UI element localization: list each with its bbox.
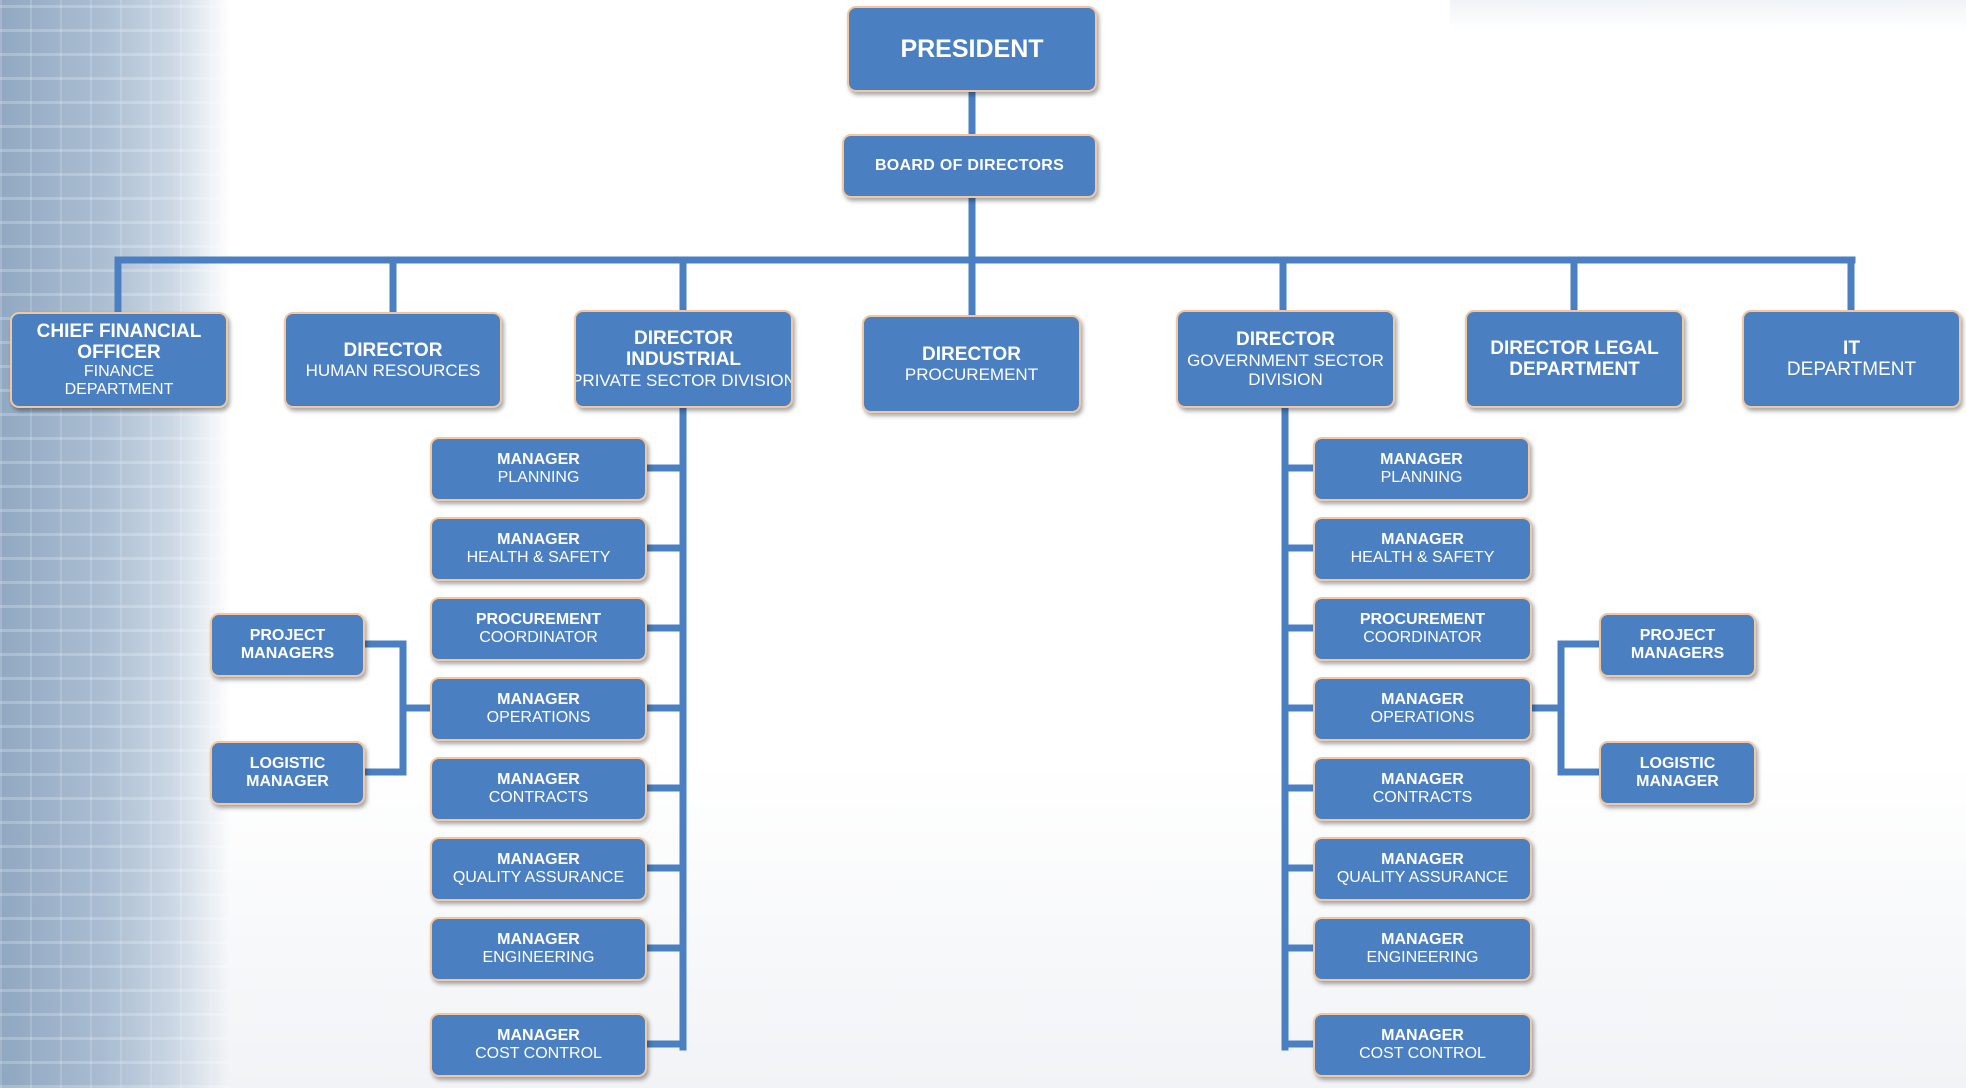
director-private-sector-box: DIRECTOR INDUSTRIAL PRIVATE SECTOR DIVIS… <box>574 310 793 408</box>
manager-title: MANAGER <box>1380 451 1463 469</box>
cfo-subtitle: FINANCE DEPARTMENT <box>64 363 174 399</box>
private-director-subtitle: PRIVATE SECTOR DIVISION <box>574 370 793 390</box>
manager-subtitle: OPERATIONS <box>1370 709 1475 726</box>
board-title: BOARD OF DIRECTORS <box>874 157 1065 175</box>
director-government-sector-box: DIRECTOR GOVERNMENT SECTOR DIVISION <box>1176 310 1395 408</box>
gov-manager-contracts-box: MANAGER CONTRACTS <box>1313 757 1532 821</box>
manager-title: MANAGER <box>1381 1027 1464 1045</box>
manager-subtitle: COST CONTROL <box>1359 1045 1486 1062</box>
background-sky <box>1450 0 1966 30</box>
manager-title: PROCUREMENT <box>475 611 602 629</box>
manager-subtitle: QUALITY ASSURANCE <box>1336 869 1509 886</box>
president-box: PRESIDENT <box>847 6 1097 92</box>
manager-title: MANAGER <box>497 531 580 549</box>
manager-title: MANAGER <box>1381 851 1464 869</box>
gov-manager-engineering-box: MANAGER ENGINEERING <box>1313 917 1532 981</box>
report-title: LOGISTIC MANAGER <box>1636 755 1719 790</box>
manager-subtitle: CONTRACTS <box>488 789 589 806</box>
gov-manager-cost-control-box: MANAGER COST CONTROL <box>1313 1013 1532 1077</box>
manager-subtitle: HEALTH & SAFETY <box>466 549 611 566</box>
manager-subtitle: PLANNING <box>1380 469 1463 486</box>
it-title: IT <box>1843 337 1860 359</box>
gov-logistic-manager-box: LOGISTIC MANAGER <box>1599 741 1756 805</box>
private-director-title: DIRECTOR INDUSTRIAL <box>625 328 742 371</box>
manager-title: MANAGER <box>497 931 580 949</box>
manager-title: MANAGER <box>497 851 580 869</box>
manager-title: MANAGER <box>1381 691 1464 709</box>
hr-director-subtitle: HUMAN RESOURCES <box>305 361 481 381</box>
gov-project-managers-box: PROJECT MANAGERS <box>1599 613 1756 677</box>
government-director-subtitle: GOVERNMENT SECTOR DIVISION <box>1187 350 1384 389</box>
manager-title: MANAGER <box>497 451 580 469</box>
private-manager-health-safety-box: MANAGER HEALTH & SAFETY <box>430 517 647 581</box>
manager-subtitle: ENGINEERING <box>482 949 595 966</box>
private-manager-operations-box: MANAGER OPERATIONS <box>430 677 647 741</box>
background-building-image <box>0 0 230 1088</box>
gov-manager-health-safety-box: MANAGER HEALTH & SAFETY <box>1313 517 1532 581</box>
government-director-title: DIRECTOR <box>1236 329 1335 351</box>
manager-title: MANAGER <box>497 771 580 789</box>
private-procurement-coordinator-box: PROCUREMENT COORDINATOR <box>430 597 647 661</box>
manager-title: MANAGER <box>1381 531 1464 549</box>
president-title: PRESIDENT <box>900 35 1044 63</box>
private-manager-quality-assurance-box: MANAGER QUALITY ASSURANCE <box>430 837 647 901</box>
private-manager-cost-control-box: MANAGER COST CONTROL <box>430 1013 647 1077</box>
it-subtitle: DEPARTMENT <box>1786 359 1917 380</box>
manager-subtitle: ENGINEERING <box>1366 949 1479 966</box>
manager-title: MANAGER <box>497 691 580 709</box>
private-logistic-manager-box: LOGISTIC MANAGER <box>210 741 365 805</box>
manager-title: MANAGER <box>1381 931 1464 949</box>
manager-title: PROCUREMENT <box>1359 611 1486 629</box>
it-department-box: IT DEPARTMENT <box>1742 310 1961 408</box>
board-of-directors-box: BOARD OF DIRECTORS <box>842 134 1097 198</box>
gov-manager-quality-assurance-box: MANAGER QUALITY ASSURANCE <box>1313 837 1532 901</box>
manager-title: MANAGER <box>497 1027 580 1045</box>
legal-director-title: DIRECTOR LEGAL DEPARTMENT <box>1490 337 1659 380</box>
manager-subtitle: PLANNING <box>497 469 580 486</box>
private-manager-contracts-box: MANAGER CONTRACTS <box>430 757 647 821</box>
report-title: PROJECT MANAGERS <box>1630 627 1725 662</box>
cfo-box: CHIEF FINANCIAL OFFICER FINANCE DEPARTME… <box>10 312 228 408</box>
director-legal-box: DIRECTOR LEGAL DEPARTMENT <box>1465 310 1684 408</box>
director-procurement-box: DIRECTOR PROCUREMENT <box>862 315 1081 413</box>
private-manager-engineering-box: MANAGER ENGINEERING <box>430 917 647 981</box>
private-manager-planning-box: MANAGER PLANNING <box>430 437 647 501</box>
cfo-title: CHIEF FINANCIAL OFFICER <box>36 320 202 364</box>
procurement-director-title: DIRECTOR <box>922 343 1021 365</box>
report-title: PROJECT MANAGERS <box>240 627 335 662</box>
manager-subtitle: QUALITY ASSURANCE <box>452 869 625 886</box>
gov-manager-operations-box: MANAGER OPERATIONS <box>1313 677 1532 741</box>
manager-subtitle: COORDINATOR <box>479 629 598 646</box>
manager-subtitle: COORDINATOR <box>1363 629 1482 646</box>
director-human-resources-box: DIRECTOR HUMAN RESOURCES <box>284 312 502 408</box>
hr-director-title: DIRECTOR <box>343 339 443 361</box>
report-title: LOGISTIC MANAGER <box>246 755 329 790</box>
manager-subtitle: COST CONTROL <box>475 1045 602 1062</box>
manager-title: MANAGER <box>1381 771 1464 789</box>
manager-subtitle: OPERATIONS <box>486 709 591 726</box>
gov-manager-planning-box: MANAGER PLANNING <box>1313 437 1530 501</box>
private-project-managers-box: PROJECT MANAGERS <box>210 613 365 677</box>
manager-subtitle: CONTRACTS <box>1372 789 1473 806</box>
manager-subtitle: HEALTH & SAFETY <box>1350 549 1495 566</box>
gov-procurement-coordinator-box: PROCUREMENT COORDINATOR <box>1313 597 1532 661</box>
procurement-director-subtitle: PROCUREMENT <box>904 365 1039 385</box>
